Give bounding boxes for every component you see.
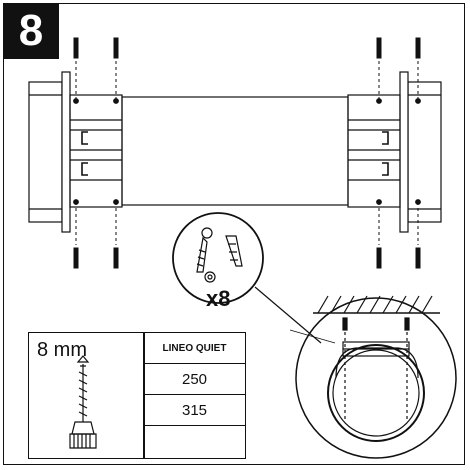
step-number-badge: 8 — [3, 3, 59, 59]
mount-detail — [295, 295, 457, 459]
instruction-frame — [3, 3, 465, 465]
ceiling-hatch-icon — [313, 295, 440, 314]
screw-icon — [196, 227, 216, 283]
drill-bit-icon — [69, 355, 97, 449]
hardware-detail — [172, 212, 264, 304]
left-end-cap — [28, 71, 123, 233]
column-header: LINEO QUIET — [144, 333, 245, 364]
screws — [73, 37, 421, 269]
wall-plug-icon — [225, 235, 243, 267]
spec-table: 8 mm LINEO QUIET 250 315 — [28, 332, 246, 459]
duct-cross-section — [327, 341, 425, 442]
drill-size-label: 8 mm — [37, 339, 87, 361]
detail-connector — [254, 286, 322, 344]
column-divider — [143, 333, 145, 458]
duct-body — [121, 96, 349, 206]
table-cell: 315 — [144, 395, 245, 426]
quantity-label: x8 — [206, 286, 231, 311]
table-cell: 250 — [144, 364, 245, 395]
table-cell — [144, 426, 245, 458]
right-end-cap — [347, 71, 442, 233]
